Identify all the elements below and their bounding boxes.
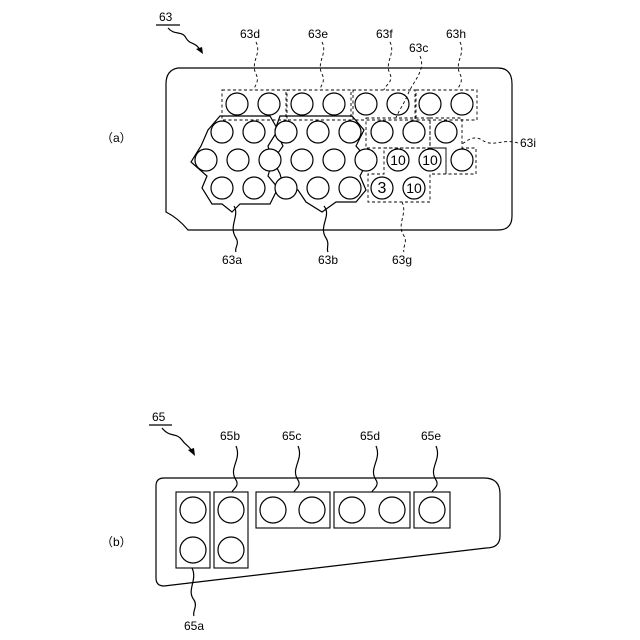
cell [355, 149, 377, 171]
leader-63b [323, 206, 328, 252]
leader-63d [254, 42, 258, 90]
panel-a-caption: （a） [101, 131, 132, 145]
reference-65: 65 [152, 410, 166, 424]
cell-number: 10 [406, 180, 422, 196]
cell [243, 121, 265, 143]
leader-63i [462, 138, 518, 144]
label-65b: 65b [220, 429, 240, 443]
label-63e: 63e [308, 27, 328, 41]
leader-65b [232, 446, 238, 492]
cell [419, 93, 441, 115]
cell [275, 121, 297, 143]
cell [387, 93, 409, 115]
leader-63a [233, 206, 237, 252]
cell [218, 497, 244, 523]
cell [218, 537, 244, 563]
housing-65 [156, 478, 500, 586]
cell [323, 149, 345, 171]
reference-63: 63 [159, 10, 173, 24]
leader-65c [294, 446, 300, 492]
label-63g: 63g [392, 253, 412, 267]
cell [299, 497, 325, 523]
leader-63f [384, 42, 392, 90]
cell [339, 121, 361, 143]
label-65d: 65d [360, 429, 380, 443]
leader-63g [401, 202, 405, 252]
label-65c: 65c [282, 429, 301, 443]
cell [211, 121, 233, 143]
label-65a: 65a [184, 619, 204, 633]
cell [451, 93, 473, 115]
reference-65-arrowhead [188, 448, 195, 456]
cell [419, 497, 445, 523]
cell [275, 177, 297, 199]
label-65e: 65e [421, 429, 441, 443]
leader-65a [191, 568, 195, 616]
cell [451, 149, 473, 171]
cell [371, 121, 393, 143]
leader-63e [320, 42, 324, 90]
cell-number: 10 [422, 152, 438, 168]
cell [227, 149, 249, 171]
leader-65e [432, 446, 438, 492]
label-63h: 63h [446, 27, 466, 41]
cell [195, 149, 217, 171]
cell [180, 537, 206, 563]
reference-65-leader [162, 428, 192, 452]
cell [307, 121, 329, 143]
cell [243, 177, 265, 199]
label-63a: 63a [222, 253, 242, 267]
cell [260, 497, 286, 523]
cell [339, 177, 361, 199]
cell [259, 149, 281, 171]
cell [323, 93, 345, 115]
reference-63-arrowhead [196, 47, 203, 54]
cell [258, 93, 280, 115]
cell [226, 93, 248, 115]
cell [291, 93, 313, 115]
panel-a: （a） 63 [101, 10, 536, 267]
label-63b: 63b [318, 253, 338, 267]
cell [435, 121, 457, 143]
cell [180, 497, 206, 523]
cell [339, 497, 365, 523]
cell [291, 149, 313, 171]
cell [379, 497, 405, 523]
label-63c: 63c [409, 41, 428, 55]
cell [211, 177, 233, 199]
cell-number: 3 [378, 180, 387, 197]
panel-b-caption: （b） [101, 535, 132, 549]
label-63d: 63d [240, 27, 260, 41]
cell [355, 93, 377, 115]
reference-63-leader [168, 28, 200, 50]
label-63i: 63i [520, 136, 536, 150]
cell [307, 177, 329, 199]
cell-number: 10 [390, 152, 406, 168]
cell [403, 121, 425, 143]
leader-65d [372, 446, 378, 492]
panel-b: （b） 65 65b 65c 65d 65e 65a [101, 410, 500, 633]
leader-63h [458, 42, 462, 90]
label-63f: 63f [376, 27, 393, 41]
